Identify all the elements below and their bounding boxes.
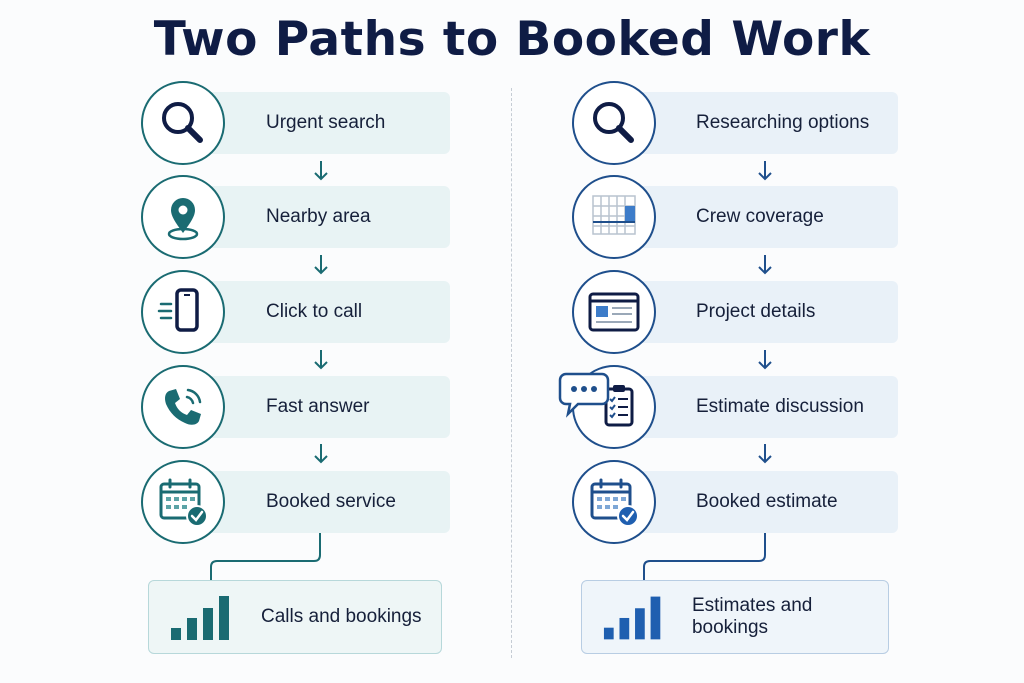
location-pin-icon [141,175,225,259]
down-arrow-icon [314,161,328,181]
left-step-3: Click to call [190,281,450,343]
bar-chart-icon [603,596,661,640]
step-label: Nearby area [266,206,371,227]
left-step-1: Urgent search [190,92,450,154]
magnifier-icon [141,81,225,165]
bar-chart-icon [171,596,229,640]
left-step-2: Nearby area [190,186,450,248]
down-arrow-icon [314,255,328,275]
schedule-grid-icon [572,175,656,259]
down-arrow-icon [758,161,772,181]
down-arrow-icon [758,444,772,464]
right-result: Estimates and bookings [581,580,889,654]
step-label: Booked estimate [696,491,838,512]
page-title: Two Paths to Booked Work [153,12,871,67]
magnifier-icon [572,81,656,165]
left-step-5: Booked service [190,471,450,533]
step-label: Crew coverage [696,206,824,227]
left-step-4: Fast answer [190,376,450,438]
step-label: Click to call [266,301,363,322]
step-label: Fast answer [266,396,370,417]
down-arrow-icon [314,444,328,464]
center-divider [511,88,512,658]
result-label: Calls and bookings [261,606,422,627]
connector-line [210,533,321,583]
down-arrow-icon [758,350,772,370]
smartphone-icon [141,270,225,354]
right-step-4: Estimate discussion [620,376,898,438]
step-label: Urgent search [266,112,386,133]
right-step-2: Crew coverage [620,186,898,248]
step-label: Project details [696,301,816,322]
browser-window-icon [572,270,656,354]
down-arrow-icon [314,350,328,370]
connector-line [643,533,766,583]
phone-ringing-icon [141,365,225,449]
chat-bubble-icon [558,372,610,418]
left-result: Calls and bookings [148,580,442,654]
calendar-check-icon [572,460,656,544]
step-label: Researching options [696,112,870,133]
step-label: Booked service [266,491,396,512]
step-label: Estimate discussion [696,396,864,417]
down-arrow-icon [758,255,772,275]
right-step-5: Booked estimate [620,471,898,533]
result-label: Estimates and bookings [691,595,813,638]
right-step-1: Researching options [620,92,898,154]
right-step-3: Project details [620,281,898,343]
calendar-check-icon [141,460,225,544]
